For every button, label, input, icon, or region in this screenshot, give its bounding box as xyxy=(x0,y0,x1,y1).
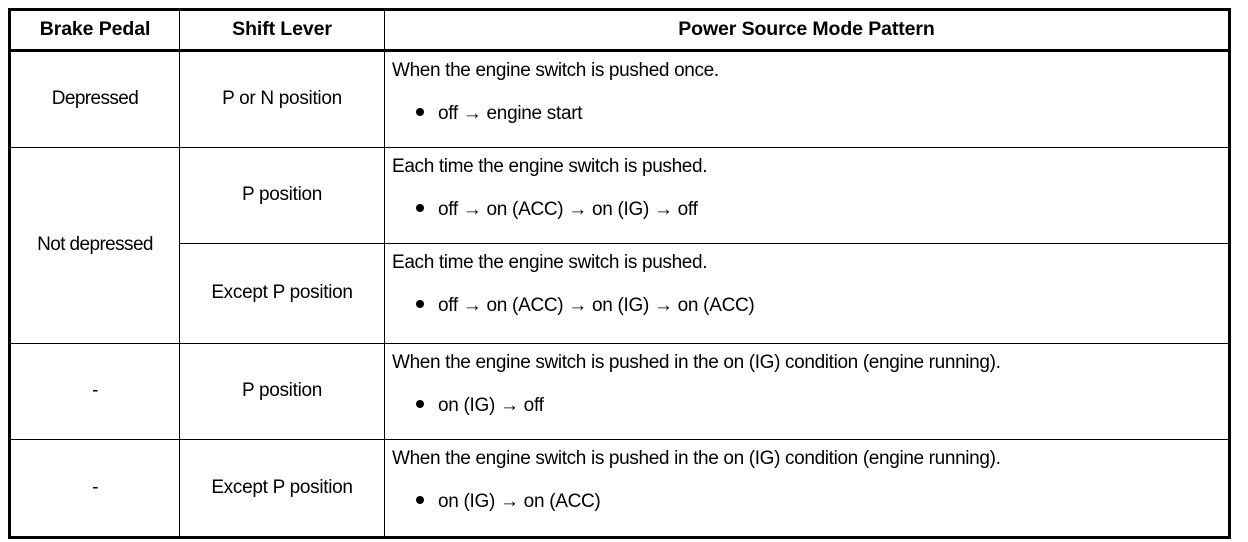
cell-brake-pedal: Depressed xyxy=(9,50,180,148)
bullet-icon xyxy=(416,399,424,408)
pattern-sequence: on (IG) → off xyxy=(438,394,544,416)
cell-power-source-mode-pattern: Each time the engine switch is pushed. o… xyxy=(384,147,1230,244)
cell-brake-pedal: - xyxy=(9,343,180,440)
power-source-mode-table-container: Brake Pedal Shift Lever Power Source Mod… xyxy=(8,8,1231,539)
table-header-row: Brake Pedal Shift Lever Power Source Mod… xyxy=(9,9,1230,52)
column-header-shift-lever: Shift Lever xyxy=(179,9,385,52)
pattern-sequence: off → on (ACC) → on (IG) → on (ACC) xyxy=(438,294,755,316)
power-source-mode-table: Brake Pedal Shift Lever Power Source Mod… xyxy=(8,8,1231,539)
cell-power-source-mode-pattern: When the engine switch is pushed in the … xyxy=(384,439,1230,538)
cell-brake-pedal: - xyxy=(9,439,180,538)
pattern-description: When the engine switch is pushed in the … xyxy=(392,448,1001,469)
table-row: - P position When the engine switch is p… xyxy=(9,343,1230,440)
table-row: Not depressed P position Each time the e… xyxy=(9,147,1230,344)
table-row: Depressed P or N position When the engin… xyxy=(9,50,1230,148)
cell-shift-lever: Except P position xyxy=(179,439,385,538)
pattern-sequence: on (IG) → on (ACC) xyxy=(438,490,601,512)
pattern-description: Each time the engine switch is pushed. xyxy=(392,156,708,177)
pattern-description: Each time the engine switch is pushed. xyxy=(392,252,708,273)
pattern-description: When the engine switch is pushed once. xyxy=(392,60,719,81)
cell-shift-lever: P position xyxy=(179,343,385,440)
pattern-bullet-line: on (IG) → off xyxy=(392,395,1228,418)
column-header-power-source-mode-pattern: Power Source Mode Pattern xyxy=(384,9,1230,52)
bullet-icon xyxy=(416,299,424,308)
table-row: Except P position Each time the engine s… xyxy=(10,243,1230,344)
pattern-bullet-line: off → on (ACC) → on (IG) → off xyxy=(392,199,1228,222)
bullet-icon xyxy=(416,203,424,212)
column-header-brake-pedal: Brake Pedal xyxy=(9,9,180,52)
pattern-bullet-line: off → engine start xyxy=(392,103,1228,126)
cell-shift-lever: P position xyxy=(179,147,385,244)
bullet-icon xyxy=(416,495,424,504)
pattern-sequence: off → engine start xyxy=(438,102,583,124)
pattern-bullet-line: on (IG) → on (ACC) xyxy=(392,491,1228,514)
cell-power-source-mode-pattern: When the engine switch is pushed in the … xyxy=(384,343,1230,440)
bullet-icon xyxy=(416,107,424,116)
cell-brake-pedal: Not depressed xyxy=(9,147,180,344)
table-row: - Except P position When the engine swit… xyxy=(9,439,1230,538)
pattern-sequence: off → on (ACC) → on (IG) → off xyxy=(438,198,698,220)
cell-power-source-mode-pattern: Each time the engine switch is pushed. o… xyxy=(384,243,1230,344)
pattern-description: When the engine switch is pushed in the … xyxy=(392,352,1001,373)
cell-shift-lever: Except P position xyxy=(179,243,385,344)
cell-shift-lever: P or N position xyxy=(179,50,385,148)
cell-power-source-mode-pattern: When the engine switch is pushed once. o… xyxy=(384,50,1230,148)
pattern-bullet-line: off → on (ACC) → on (IG) → on (ACC) xyxy=(392,295,1228,318)
